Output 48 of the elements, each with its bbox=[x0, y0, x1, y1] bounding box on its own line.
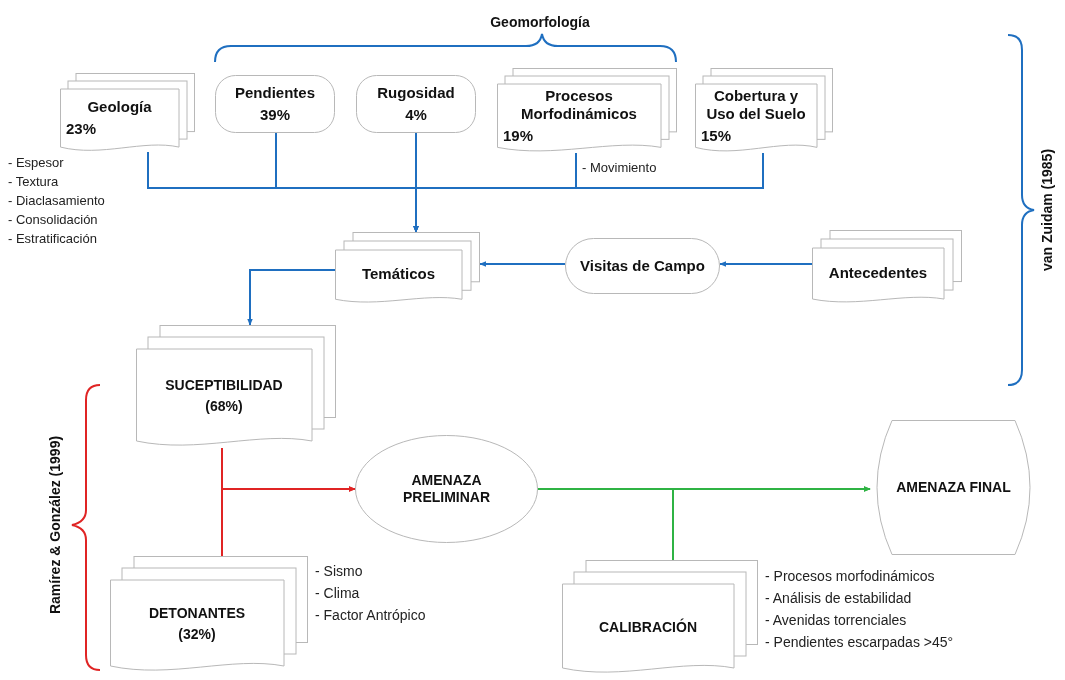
node-label: SUCEPTIBILIDAD bbox=[164, 377, 284, 394]
side-label: van Zuidam (1985) bbox=[1039, 148, 1055, 272]
arrow bbox=[672, 486, 871, 561]
ellipse-node bbox=[355, 435, 538, 543]
note-text: - Estratificación bbox=[8, 231, 97, 247]
note-text: - Factor Antrópico bbox=[315, 607, 426, 624]
note-text: - Consolidación bbox=[8, 212, 98, 228]
note-text: - Diaclasamiento bbox=[8, 193, 105, 209]
arrow bbox=[719, 261, 813, 267]
node-label: Visitas de Campo bbox=[579, 257, 706, 275]
node-label: AMENAZA FINAL bbox=[895, 479, 1012, 496]
document-stack bbox=[812, 230, 962, 306]
note-text: - Pendientes escarpadas >45° bbox=[765, 634, 954, 651]
note-text: - Procesos morfodinámicos bbox=[765, 568, 935, 585]
arrow bbox=[479, 261, 566, 267]
node-label: Pendientes bbox=[234, 84, 316, 102]
node-label: Temáticos bbox=[360, 265, 437, 283]
arrow bbox=[221, 486, 356, 557]
rounded-box bbox=[356, 75, 476, 133]
node-label: (32%) bbox=[177, 626, 217, 643]
node-label: AMENAZA PRELIMINAR bbox=[401, 472, 492, 506]
note-text: - Espesor bbox=[8, 155, 64, 171]
node-label: Geología bbox=[86, 98, 153, 116]
node-label: CALIBRACIÓN bbox=[598, 618, 698, 636]
node-label: Procesos Morfodinámicos bbox=[520, 87, 638, 123]
node-label: Cobertura y Uso del Suelo bbox=[705, 87, 807, 123]
rounded-box bbox=[215, 75, 335, 133]
node-label: 4% bbox=[404, 106, 428, 124]
node-label: (68%) bbox=[204, 398, 244, 415]
note-text: - Textura bbox=[8, 174, 59, 190]
note-text: - Movimiento bbox=[582, 160, 657, 176]
note-text: - Clima bbox=[315, 585, 360, 602]
arrow bbox=[413, 152, 764, 233]
note-text: - Sismo bbox=[315, 563, 363, 580]
node-label: 19% bbox=[503, 127, 534, 145]
node-label: 39% bbox=[259, 106, 291, 124]
group-label: Geomorfología bbox=[490, 14, 590, 30]
rounded-box bbox=[565, 238, 720, 294]
node-label: Rugosidad bbox=[376, 84, 456, 102]
side-label: Ramírez & González (1999) bbox=[47, 435, 63, 615]
node-label: 23% bbox=[66, 120, 97, 138]
note-text: - Análisis de estabilidad bbox=[765, 590, 912, 607]
node-label: Antecedentes bbox=[827, 264, 929, 282]
arrow bbox=[247, 269, 336, 326]
note-text: - Avenidas torrenciales bbox=[765, 612, 907, 629]
node-label: 15% bbox=[701, 127, 732, 145]
document-stack bbox=[335, 232, 480, 306]
node-label: DETONANTES bbox=[147, 605, 247, 622]
